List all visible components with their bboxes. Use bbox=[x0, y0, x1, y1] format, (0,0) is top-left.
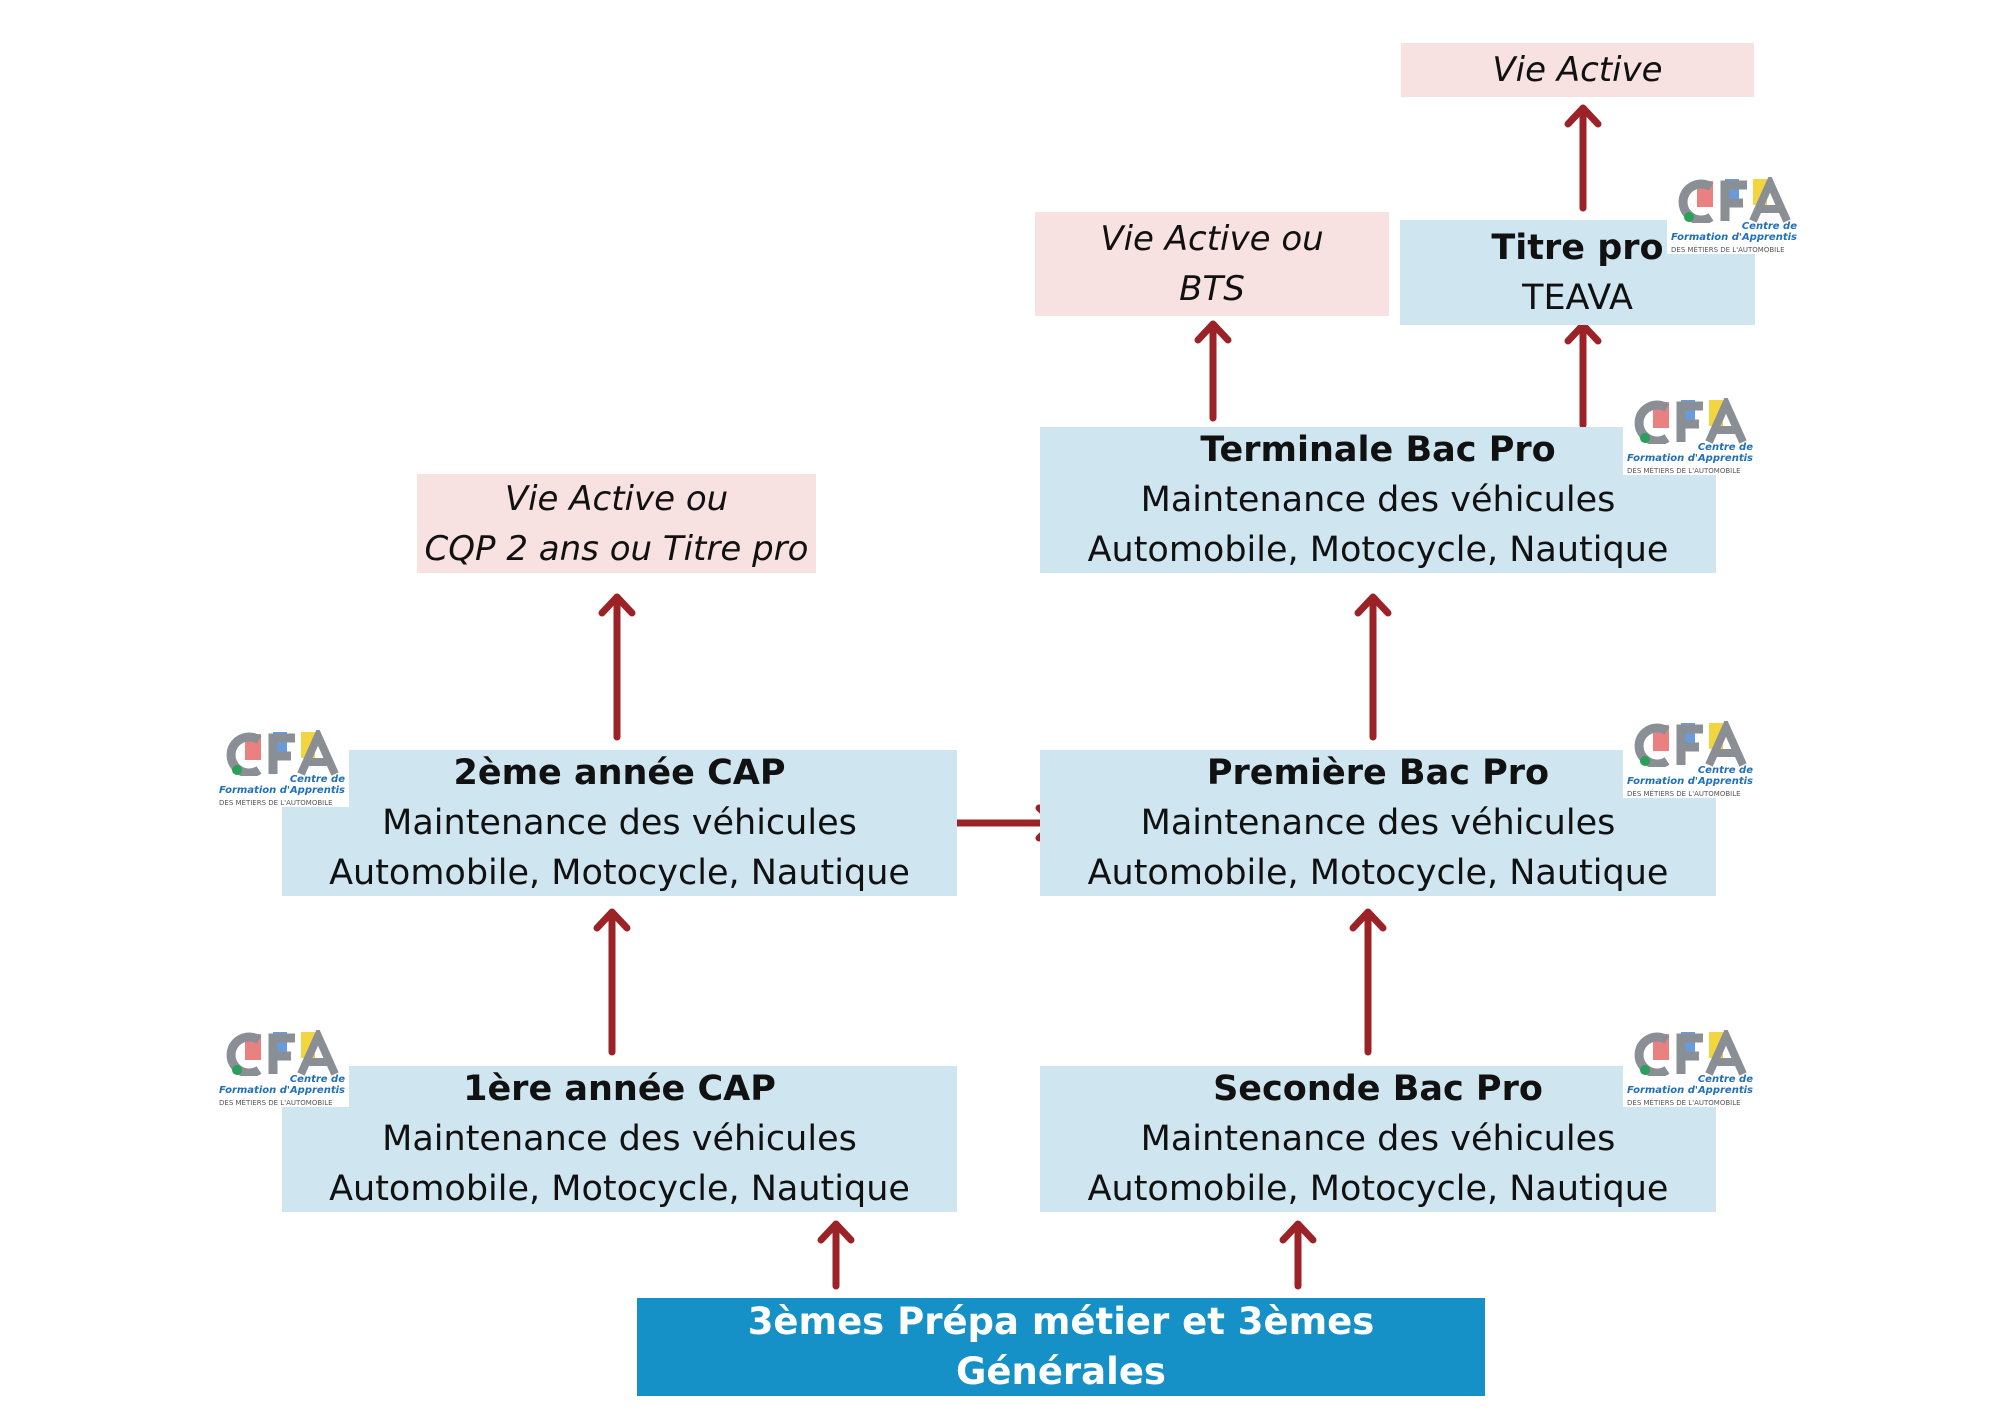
arrow-terminale-to-titre bbox=[1564, 321, 1602, 429]
logo-line1: Centre de bbox=[1697, 442, 1753, 453]
arrow-cap2-to-cqp bbox=[598, 593, 636, 741]
logo-line1: Centre de bbox=[1697, 765, 1753, 776]
seconde-line2: Automobile, Motocycle, Nautique bbox=[1087, 1169, 1669, 1209]
logo-line3: DES MÉTIERS DE L'AUTOMOBILE bbox=[1627, 790, 1741, 798]
outcome-cqp-line1: Vie Active ou bbox=[504, 478, 729, 519]
logo-line1: Centre de bbox=[289, 774, 345, 785]
start-title: 3èmes Prépa métier et 3èmes Générales bbox=[747, 1300, 1375, 1393]
arrow-seconde-to-premiere bbox=[1349, 908, 1387, 1056]
outcome-vie-active-label: Vie Active bbox=[1492, 50, 1663, 90]
logo-line2: Formation d'Apprentis bbox=[1671, 232, 1797, 243]
terminale-line2: Automobile, Motocycle, Nautique bbox=[1087, 530, 1669, 570]
logo-line3: DES MÉTIERS DE L'AUTOMOBILE bbox=[219, 1099, 333, 1107]
cfa-logo-mark-icon bbox=[1634, 394, 1747, 446]
step-cap-annee-2: 2ème année CAP Maintenance des véhicules… bbox=[282, 750, 957, 896]
outcome-vie-active: Vie Active bbox=[1401, 43, 1754, 97]
logo-line1: Centre de bbox=[289, 1074, 345, 1085]
arrow-terminale-to-bts bbox=[1194, 320, 1232, 422]
seconde-title: Seconde Bac Pro bbox=[1213, 1069, 1543, 1109]
cap1-line2: Automobile, Motocycle, Nautique bbox=[329, 1169, 910, 1209]
step-titre-pro: Titre pro TEAVA bbox=[1400, 220, 1755, 325]
logo-line3: DES MÉTIERS DE L'AUTOMOBILE bbox=[1627, 1099, 1741, 1107]
cap1-line1: Maintenance des véhicules bbox=[382, 1119, 857, 1159]
outcome-vie-active-cqp: Vie Active ou CQP 2 ans ou Titre pro bbox=[417, 474, 816, 573]
outcome-bts-line1: Vie Active ou bbox=[1100, 219, 1324, 259]
cfa-logo-mark-icon bbox=[1634, 717, 1747, 769]
titre-pro-subtitle: TEAVA bbox=[1522, 277, 1633, 318]
step-premiere-bac-pro: Première Bac Pro Maintenance des véhicul… bbox=[1040, 750, 1716, 896]
terminale-title: Terminale Bac Pro bbox=[1200, 430, 1556, 470]
outcome-cqp-line2: CQP 2 ans ou Titre pro bbox=[424, 528, 809, 569]
logo-line3: DES MÉTIERS DE L'AUTOMOBILE bbox=[219, 799, 333, 807]
logo-line2: Formation d'Apprentis bbox=[1627, 1085, 1753, 1096]
logo-line3: DES MÉTIERS DE L'AUTOMOBILE bbox=[1671, 246, 1785, 254]
arrow-start-to-cap1 bbox=[817, 1220, 855, 1290]
seconde-line1: Maintenance des véhicules bbox=[1140, 1119, 1616, 1159]
logo-line2: Formation d'Apprentis bbox=[219, 785, 345, 796]
arrow-titre-to-vie-active bbox=[1564, 104, 1602, 212]
logo-line2: Formation d'Apprentis bbox=[219, 1085, 345, 1096]
cfa-logo-mark-icon bbox=[226, 1026, 339, 1078]
step-seconde-bac-pro: Seconde Bac Pro Maintenance des véhicule… bbox=[1040, 1066, 1716, 1212]
outcome-vie-active-bts: Vie Active ou BTS bbox=[1035, 212, 1389, 316]
cfa-logo-mark-icon bbox=[1678, 173, 1791, 225]
cfa-logo-mark-icon bbox=[226, 726, 339, 778]
logo-line1: Centre de bbox=[1697, 1074, 1753, 1085]
titre-pro-title: Titre pro bbox=[1491, 227, 1664, 268]
logo-line1: Centre de bbox=[1741, 221, 1797, 232]
premiere-title: Première Bac Pro bbox=[1206, 753, 1550, 793]
logo-line3: DES MÉTIERS DE L'AUTOMOBILE bbox=[1627, 467, 1741, 475]
arrow-start-to-seconde bbox=[1279, 1220, 1317, 1290]
arrow-premiere-to-terminale bbox=[1354, 593, 1392, 741]
step-3emes-start: 3èmes Prépa métier et 3èmes Générales bbox=[637, 1298, 1485, 1396]
premiere-line1: Maintenance des véhicules bbox=[1140, 803, 1616, 843]
step-terminale-bac-pro: Terminale Bac Pro Maintenance des véhicu… bbox=[1040, 427, 1716, 573]
cap1-title: 1ère année CAP bbox=[463, 1069, 776, 1109]
logo-line2: Formation d'Apprentis bbox=[1627, 776, 1753, 787]
outcome-bts-line2: BTS bbox=[1179, 269, 1245, 309]
cap2-line2: Automobile, Motocycle, Nautique bbox=[329, 853, 910, 893]
logo-line2: Formation d'Apprentis bbox=[1627, 453, 1753, 464]
cap2-line1: Maintenance des véhicules bbox=[382, 803, 857, 843]
premiere-line2: Automobile, Motocycle, Nautique bbox=[1087, 853, 1669, 893]
step-cap-annee-1: 1ère année CAP Maintenance des véhicules… bbox=[282, 1066, 957, 1212]
cfa-logo-mark-icon bbox=[1634, 1026, 1747, 1078]
arrow-cap1-to-cap2 bbox=[593, 908, 631, 1056]
cap2-title: 2ème année CAP bbox=[453, 753, 786, 793]
terminale-line1: Maintenance des véhicules bbox=[1140, 480, 1616, 520]
